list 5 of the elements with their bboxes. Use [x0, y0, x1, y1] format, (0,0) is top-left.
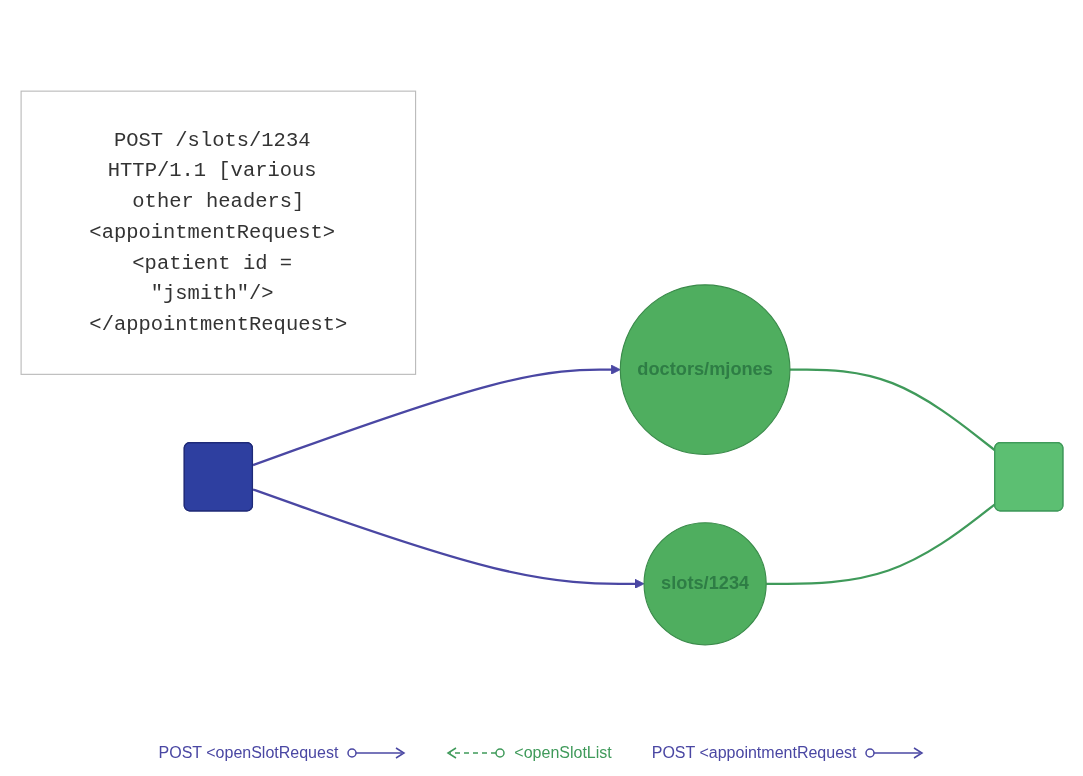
message-label: POST <openSlotRequest	[158, 744, 339, 762]
message-label: <openSlotList	[514, 744, 612, 762]
message-label: POST <appointmentRequest	[651, 744, 857, 762]
arrow	[252, 488, 644, 589]
node-box: POST /slots/1234 HTTP/1.1 [various other headers] <appointmentRequest> <patient id = "jsmith"/> </appointmentRequest>	[20, 90, 416, 375]
